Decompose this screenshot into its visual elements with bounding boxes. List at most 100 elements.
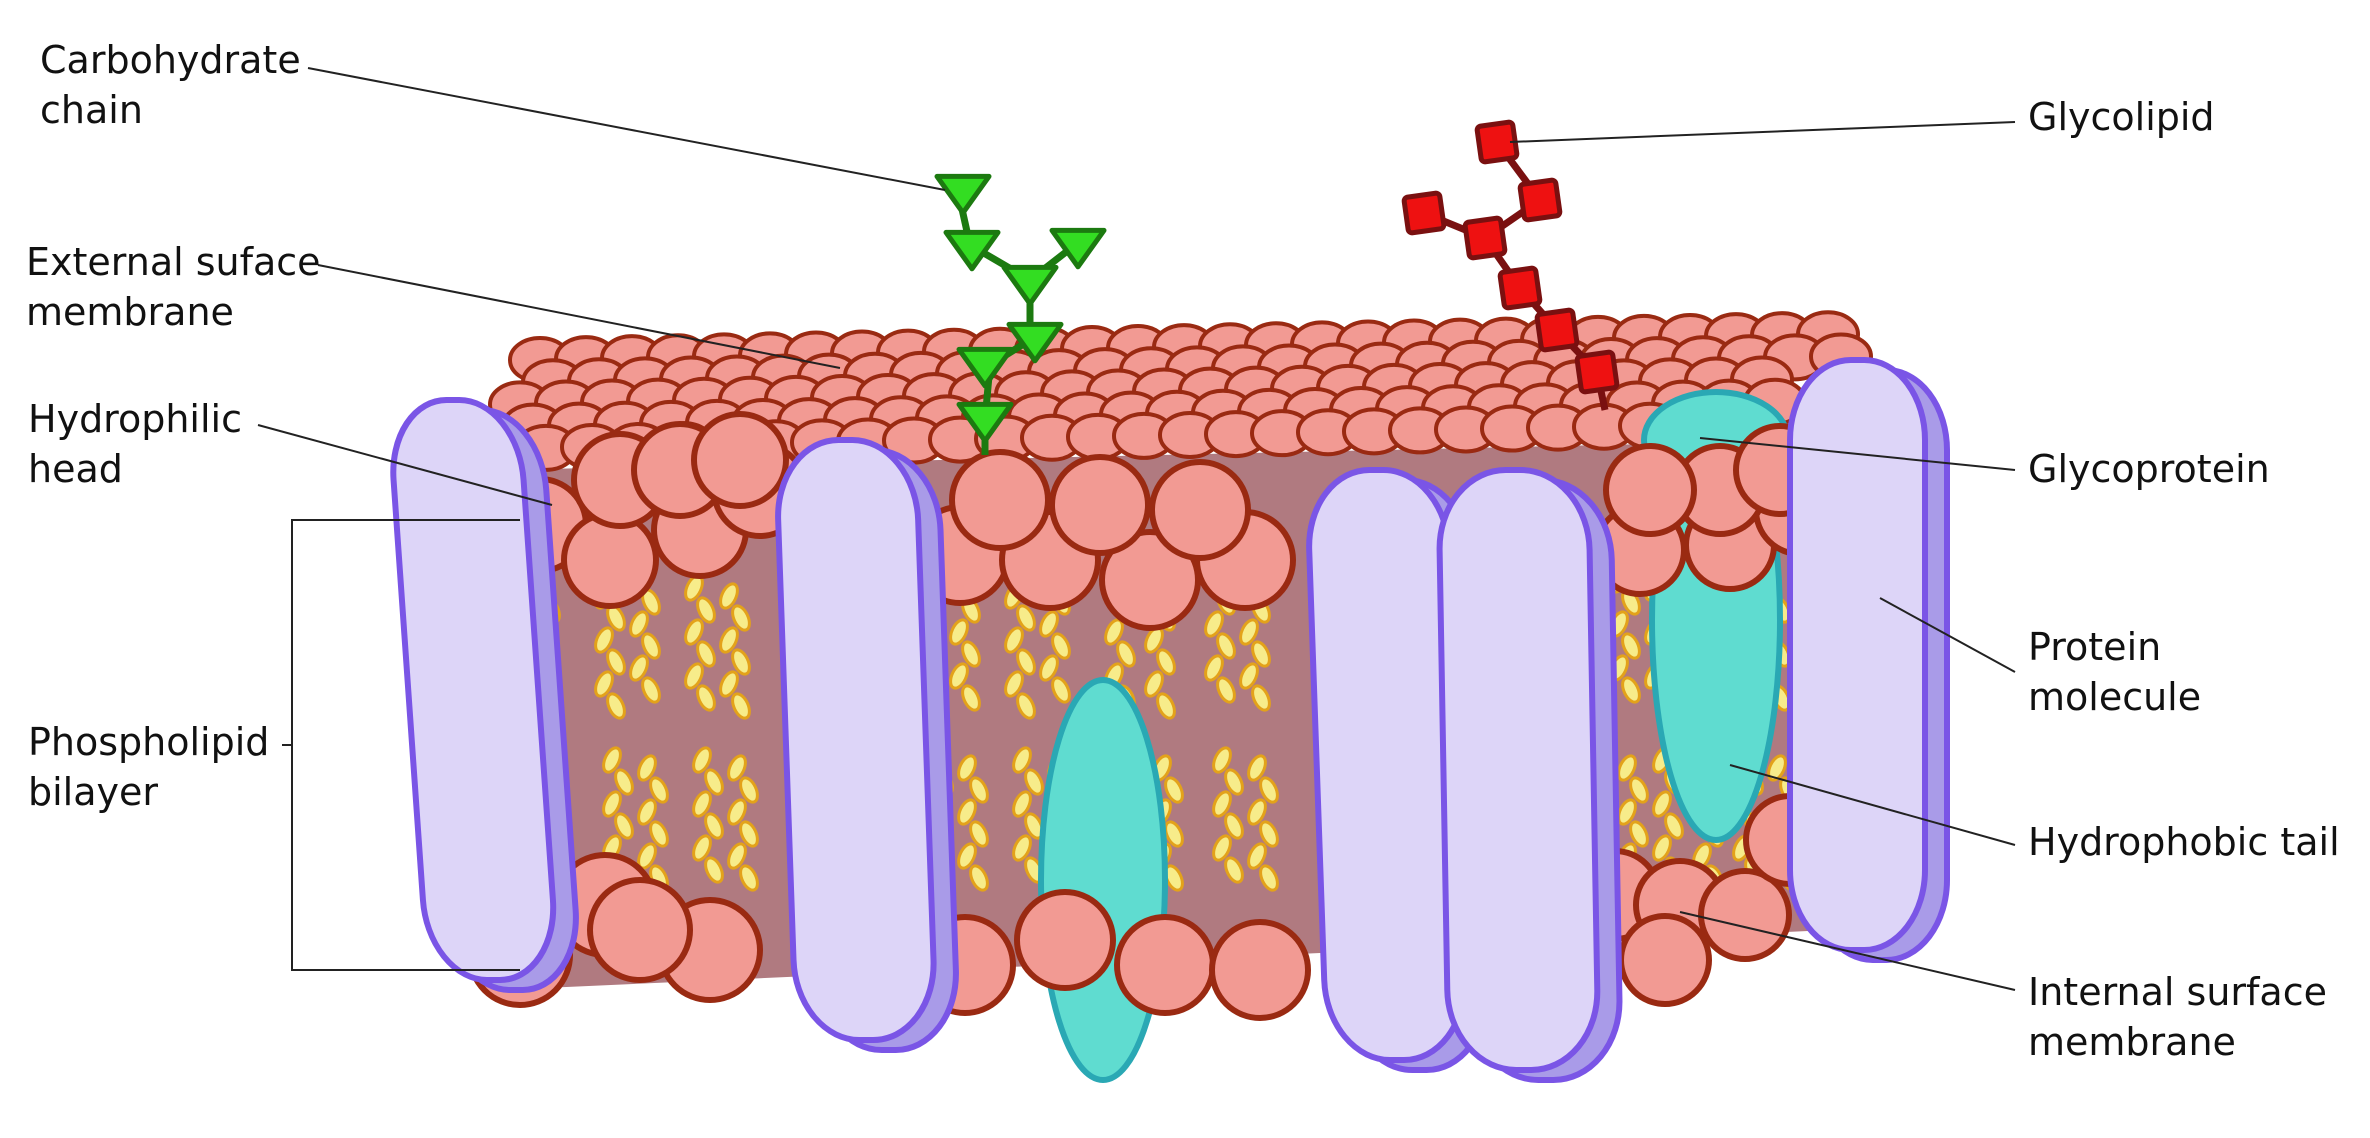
tail-segment [1156,648,1176,676]
tail-segment [1224,856,1244,884]
tail-segment [1652,834,1672,862]
leader-glycolipid [1509,121,2016,143]
leader-hydrophilic-head [257,424,553,506]
label-external-surface-membrane: External suface membrane [26,240,333,334]
tail-segment [1247,842,1267,870]
tail-segment [957,754,977,782]
tail-segment [1216,632,1236,660]
hydrophilic-head [1099,529,1201,631]
tail-segment [614,768,634,796]
tail-segment [1224,812,1244,840]
tail-segment [1164,820,1184,848]
tail-segment [696,596,716,624]
hydrophilic-head [1114,914,1216,1016]
tail-segment [719,626,739,654]
tail-segment [1012,746,1032,774]
leader-glycoprotein [1699,437,2016,471]
glycolipid-unit [1462,215,1508,261]
carbohydrate-unit [934,173,992,216]
tail-segment [637,754,657,782]
protein-molecule-left [390,397,557,983]
tail-segment [1051,676,1071,704]
tail-segment [1617,798,1637,826]
hydrophilic-head [587,877,693,983]
tail-segment [629,654,649,682]
tail-segment [739,776,759,804]
hydrophilic-head [1698,868,1792,962]
tail-segment [684,618,704,646]
label-protein-molecule: Protein molecule [2028,625,2201,719]
glycoprotein-bottom-center [1038,677,1168,1083]
carbohydrate-unit [956,401,1014,444]
tail-segment [1224,768,1244,796]
tail-segment [731,692,751,720]
tail-segment [1164,776,1184,804]
leader-lines [257,67,2016,991]
hydrophilic-head [1618,913,1712,1007]
tail-segment [961,640,981,668]
tail-segment [969,776,989,804]
tail-segment [1239,662,1259,690]
tail-segment [1239,618,1259,646]
glycolipid-unit [1401,190,1447,236]
tail-segment [969,864,989,892]
carbohydrate-unit [943,229,1001,272]
tail-segment [1016,692,1036,720]
leader-internal-surface [1679,911,2016,991]
tail-segment [704,856,724,884]
labels: Carbohydrate chain External suface membr… [26,38,2340,1064]
hydrophilic-head [1014,889,1116,991]
leader-carbohydrate [307,67,946,191]
tail-segment [957,842,977,870]
tail-segment [1204,610,1224,638]
tail-segment [1629,776,1649,804]
protein-molecule-center-left [775,437,937,1043]
tail-segment [719,670,739,698]
tail-segment [684,662,704,690]
glycolipid-unit [1574,349,1620,395]
tail-segment [692,834,712,862]
tail-segment [1004,626,1024,654]
tail-segment [692,746,712,774]
tail-segment [1004,670,1024,698]
carbohydrate-unit [1049,227,1107,270]
tail-segment [594,626,614,654]
carbohydrate-unit [1006,321,1064,364]
glycolipid-unit [1534,307,1580,353]
tail-segment [1621,676,1641,704]
protein-molecule-center-right [1436,467,1601,1073]
tail-segment [1621,632,1641,660]
tail-segment [1212,790,1232,818]
tail-segment [1212,834,1232,862]
label-phospholipid-bilayer: Phospholipid bilayer [28,720,282,814]
tail-segment [1259,820,1279,848]
carbohydrate-unit [956,346,1014,389]
hydrophilic-head [1603,443,1697,537]
tail-segment [731,604,751,632]
hydrophilic-head [691,411,789,509]
tail-segment [739,864,759,892]
carbohydrate-unit [1001,264,1059,307]
tail-segment [1617,754,1637,782]
glycolipid-unit [1497,265,1543,311]
tail-segment [1251,684,1271,712]
carbohydrate-chain-shape [934,173,1107,455]
tail-segment [1024,768,1044,796]
tail-segment [731,648,751,676]
label-glycoprotein: Glycoprotein [2028,447,2270,491]
hydrophilic-head [1049,454,1151,556]
tail-segment [602,790,622,818]
hydrophilic-head [1149,459,1251,561]
tail-segment [614,812,634,840]
tail-segment [704,812,724,840]
tail-segment [641,676,661,704]
hydrophilic-head [949,449,1051,551]
label-hydrophobic-tail: Hydrophobic tail [2028,820,2340,864]
tail-segment [1212,746,1232,774]
tail-segment [1012,834,1032,862]
tail-segment [727,842,747,870]
tail-segment [1652,790,1672,818]
label-hydrophilic-head: Hydrophilic head [28,397,254,491]
tail-segment [1259,776,1279,804]
tail-segment [949,618,969,646]
